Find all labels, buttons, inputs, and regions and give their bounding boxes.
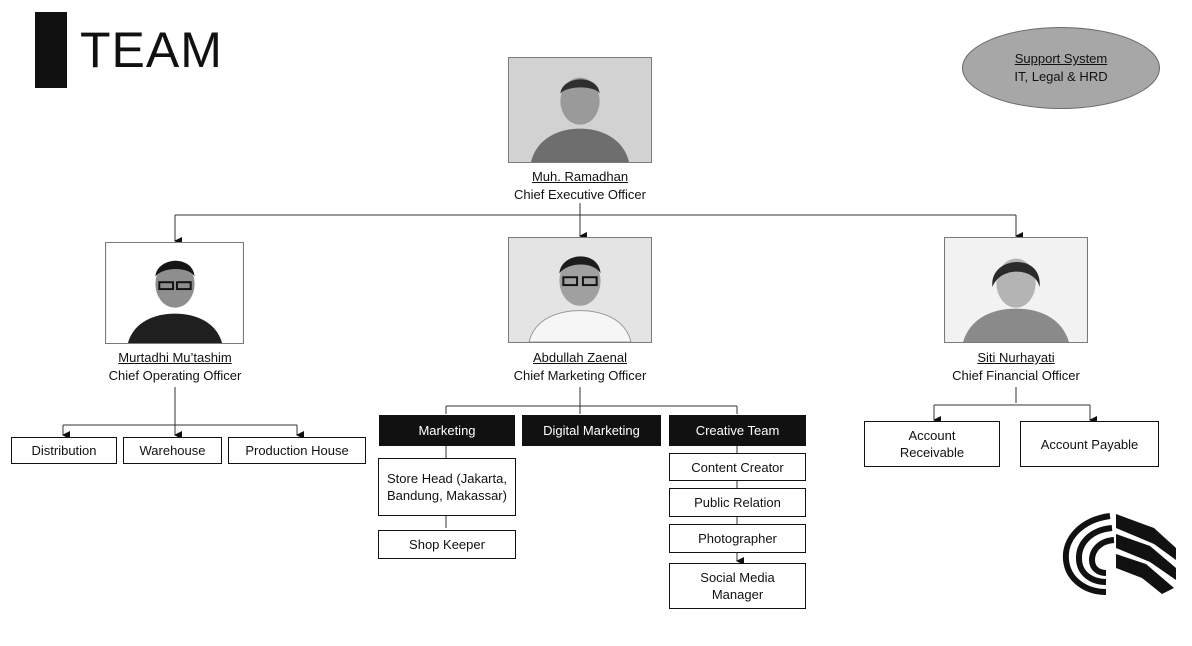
support-detail: IT, Legal & HRD	[1014, 69, 1108, 84]
cfo-name: Siti Nurhayati	[977, 350, 1055, 365]
ceo-photo	[508, 57, 652, 163]
creative-item-social-media-manager: Social Media Manager	[669, 563, 806, 609]
coo-photo	[105, 242, 244, 344]
coo-unit-warehouse: Warehouse	[123, 437, 222, 464]
cfo-unit-account-payable: Account Payable	[1020, 421, 1159, 467]
title-accent-bar	[35, 12, 67, 88]
company-logo-icon	[1062, 513, 1176, 595]
coo-card: Murtadhi Mu’tashim Chief Operating Offic…	[55, 349, 295, 385]
creative-item-photographer: Photographer	[669, 524, 806, 553]
cfo-photo	[944, 237, 1088, 343]
creative-item-public-relation: Public Relation	[669, 488, 806, 517]
cmo-role: Chief Marketing Officer	[513, 368, 647, 383]
ceo-role: Chief Executive Officer	[514, 187, 646, 202]
cmo-photo	[508, 237, 652, 343]
page-title: TEAM	[80, 22, 223, 78]
cfo-role: Chief Financial Officer	[952, 368, 1080, 383]
cmo-dept-creative-team: Creative Team	[669, 415, 806, 446]
cfo-unit-account-receivable: Account Receivable	[864, 421, 1000, 467]
cmo-name: Abdullah Zaenal	[533, 350, 627, 365]
person-photo-icon	[509, 58, 651, 162]
ceo-name: Muh. Ramadhan	[531, 169, 629, 184]
person-photo-icon	[106, 243, 243, 343]
coo-unit-production-house: Production House	[228, 437, 366, 464]
marketing-item-store-head: Store Head (Jakarta, Bandung, Makassar)	[378, 458, 516, 516]
coo-unit-distribution: Distribution	[11, 437, 117, 464]
person-photo-icon	[945, 238, 1087, 342]
support-system-badge: Support System IT, Legal & HRD	[962, 27, 1160, 109]
marketing-item-shop-keeper: Shop Keeper	[378, 530, 516, 559]
person-photo-icon	[509, 238, 651, 342]
cfo-card: Siti Nurhayati Chief Financial Officer	[896, 349, 1136, 385]
ceo-card: Muh. Ramadhan Chief Executive Officer	[460, 168, 700, 204]
creative-item-content-creator: Content Creator	[669, 453, 806, 481]
cmo-dept-digital-marketing: Digital Marketing	[522, 415, 661, 446]
cmo-dept-marketing: Marketing	[379, 415, 515, 446]
coo-name: Murtadhi Mu’tashim	[118, 350, 232, 365]
coo-role: Chief Operating Officer	[108, 368, 242, 383]
support-heading: Support System	[1014, 51, 1108, 66]
cmo-card: Abdullah Zaenal Chief Marketing Officer	[460, 349, 700, 385]
